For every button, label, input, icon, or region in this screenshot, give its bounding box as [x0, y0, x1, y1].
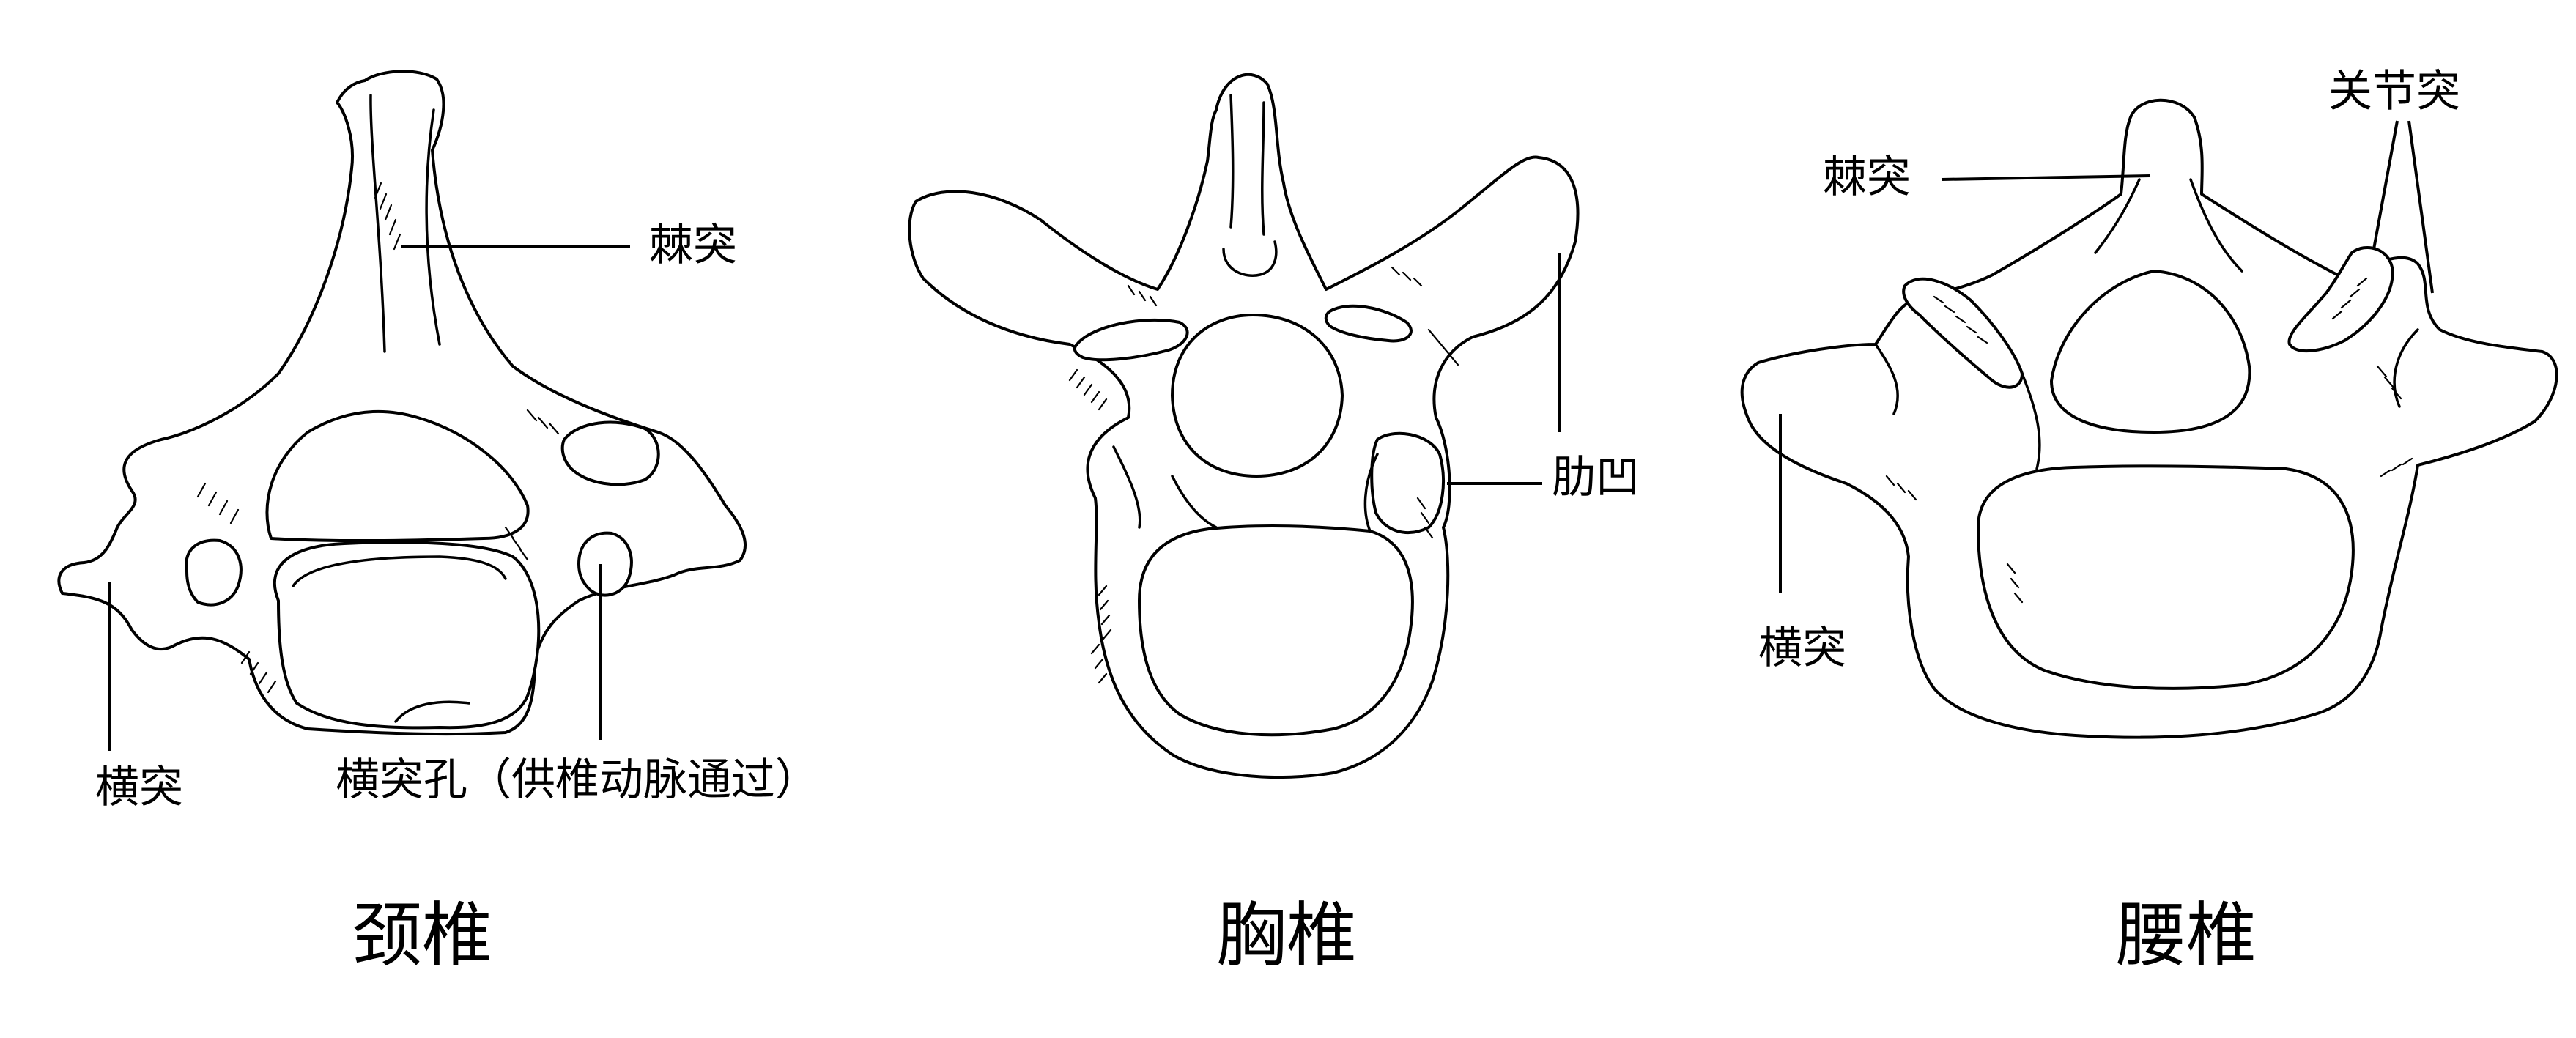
cervical-spinous-detail — [369, 94, 441, 353]
lumbar-vertebral-foramen — [2050, 270, 2251, 434]
thoracic-vertebral-body — [1138, 524, 1414, 737]
lumbar-articular-process-right — [2287, 245, 2394, 353]
lumbar-title: 腰椎 — [2116, 894, 2257, 976]
thoracic-articular-facet-left — [1073, 318, 1189, 362]
cervical-articular-facet — [560, 420, 660, 486]
thoracic-articular-facet-right — [1324, 304, 1413, 343]
lumbar-vertebral-body — [1977, 464, 2355, 690]
lumbar-articular-label: 关节突 — [2328, 66, 2460, 117]
cervical-hatching — [196, 182, 560, 694]
lumbar-articular-leader-left — [2372, 120, 2399, 250]
lumbar-spinous-detail — [2094, 178, 2243, 273]
cervical-vertebral-foramen — [265, 409, 530, 543]
thoracic-title: 胸椎 — [1216, 894, 1357, 976]
cervical-transverse-foramen-left — [185, 538, 243, 607]
lumbar-articular-process-left — [1902, 277, 2024, 389]
thoracic-spinous-detail — [1222, 94, 1278, 277]
thoracic-vertebral-foramen — [1171, 314, 1344, 478]
lumbar-spinous-leader — [1941, 174, 2151, 181]
cervical-title: 颈椎 — [352, 894, 492, 976]
cervical-vertebra: 棘突 横突 横突孔（供椎动脉通过） 颈椎 — [57, 70, 819, 976]
lumbar-facet-lines — [1874, 328, 2419, 470]
thoracic-costal-facet — [1370, 431, 1445, 535]
thoracic-costal-label: 肋凹 — [1552, 452, 1640, 503]
cervical-foramen-label: 横突孔（供椎动脉通过） — [336, 755, 819, 806]
cervical-vertebral-body — [273, 541, 541, 730]
lumbar-hatching — [1885, 277, 2413, 604]
thoracic-vertebra: 肋凹 胸椎 — [908, 73, 1640, 976]
thoracic-pedicle-lines — [1112, 445, 1379, 533]
lumbar-articular-leader-right — [2407, 120, 2434, 294]
cervical-spinous-label: 棘突 — [649, 220, 737, 271]
thoracic-hatching — [1068, 266, 1459, 684]
lumbar-vertebra: 棘突 关节突 横突 腰椎 — [1740, 66, 2558, 976]
cervical-transverse-label: 横突 — [95, 762, 183, 813]
cervical-body-rim — [292, 555, 507, 723]
lumbar-transverse-label: 横突 — [1758, 623, 1846, 674]
lumbar-spinous-label: 棘突 — [1823, 152, 1911, 203]
cervical-transverse-foramen-right — [577, 531, 633, 597]
